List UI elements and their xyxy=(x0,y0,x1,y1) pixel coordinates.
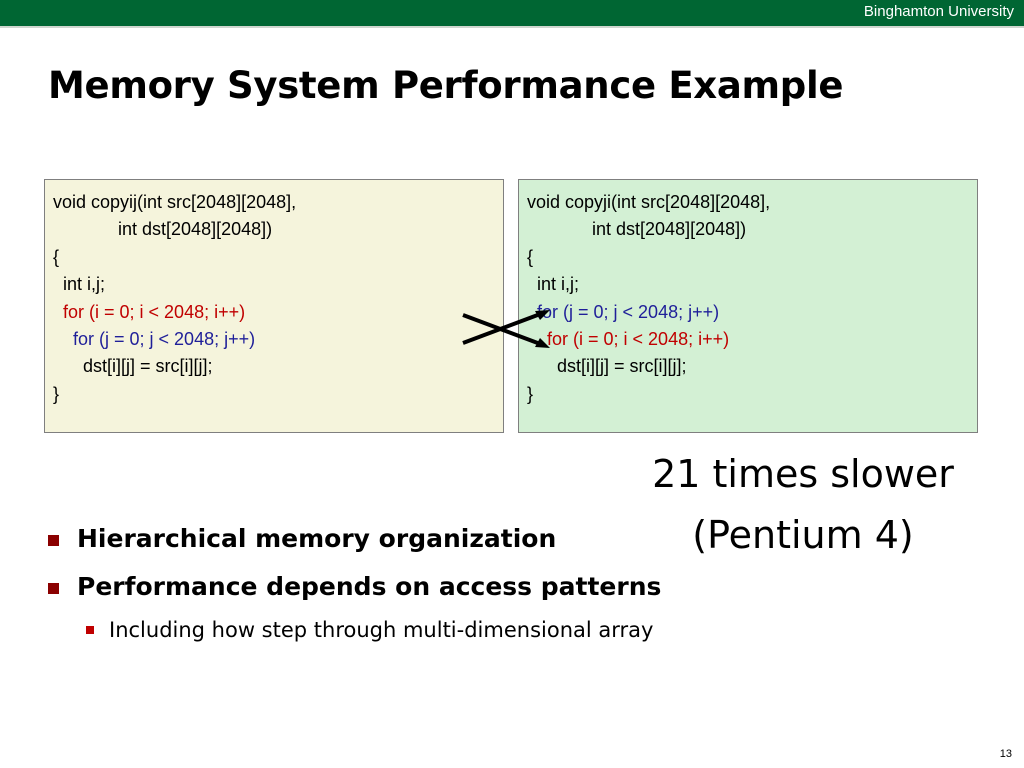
slowdown-platform: (Pentium 4) xyxy=(692,513,914,557)
code-line-outer-loop: for (j = 0; j < 2048; j++) xyxy=(527,301,720,322)
code-line: } xyxy=(527,383,534,404)
code-line: int dst[2048][2048]) xyxy=(527,219,747,240)
small-square-bullet-icon xyxy=(86,626,94,634)
swap-arrowhead xyxy=(535,310,550,320)
sub-bullet-text: Including how step through multi-dimensi… xyxy=(109,618,654,642)
university-name: Binghamton University xyxy=(863,3,1014,20)
square-bullet-icon xyxy=(48,583,59,594)
code-block-copyji: void copyji(int src[2048][2048], int dst… xyxy=(518,179,978,433)
page-number: 13 xyxy=(999,748,1012,760)
header-bar: Binghamton University xyxy=(0,0,1024,28)
bullet-text: Hierarchical memory organization xyxy=(77,524,557,553)
code-line: int i,j; xyxy=(53,274,106,295)
swap-arrow-up xyxy=(462,311,544,345)
slowdown-factor: 21 times slower xyxy=(652,452,954,496)
code-line: } xyxy=(53,383,60,404)
code-line: int i,j; xyxy=(527,274,580,295)
code-line: dst[i][j] = src[i][j]; xyxy=(527,356,687,377)
code-line: int dst[2048][2048]) xyxy=(53,219,273,240)
loop-swap-arrows-icon xyxy=(462,310,550,348)
bullet-text: Performance depends on access patterns xyxy=(77,572,662,601)
code-line-outer-loop: for (i = 0; i < 2048; i++) xyxy=(53,301,246,322)
square-bullet-icon xyxy=(48,535,59,546)
code-line: void copyji(int src[2048][2048], xyxy=(527,192,771,212)
slide-title: Memory System Performance Example xyxy=(48,64,844,107)
code-block-copyij: void copyij(int src[2048][2048], int dst… xyxy=(44,179,504,433)
swap-arrowhead xyxy=(535,338,550,348)
code-line: { xyxy=(53,246,60,267)
code-line-inner-loop: for (i = 0; i < 2048; i++) xyxy=(527,328,730,349)
slowdown-note: 21 times slower (Pentium 4) xyxy=(618,444,988,566)
code-line-inner-loop: for (j = 0; j < 2048; j++) xyxy=(53,328,256,349)
code-line: { xyxy=(527,246,534,267)
code-line: void copyij(int src[2048][2048], xyxy=(53,192,297,212)
code-line: dst[i][j] = src[i][j]; xyxy=(53,356,213,377)
